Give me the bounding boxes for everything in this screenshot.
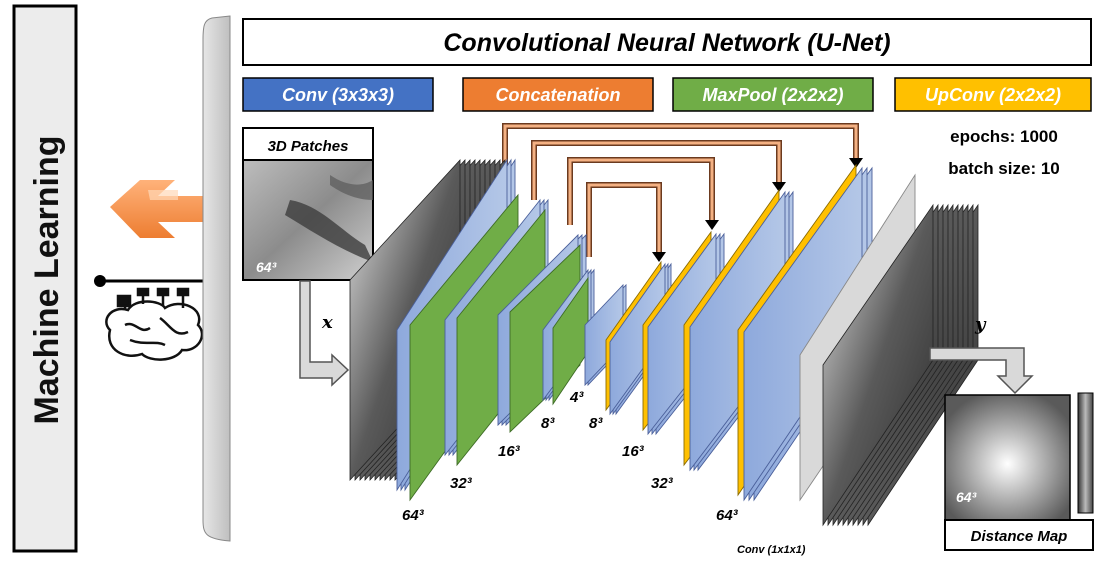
input-variable: x [321, 312, 333, 333]
legend-upconv-swatch [894, 77, 1092, 112]
output-variable: y [974, 314, 987, 335]
skip-connection-16 [567, 157, 719, 230]
input-title: 3D Patches [268, 138, 349, 155]
size-label-enc4: 8³ [541, 415, 555, 432]
size-label-enc2: 32³ [450, 475, 473, 492]
size-label-enc1: 64³ [402, 507, 425, 524]
output-title: Distance Map [971, 528, 1068, 545]
input-size: 64³ [256, 259, 277, 275]
legend-concat-label: Concatenation [495, 85, 620, 105]
size-label-enc3: 16³ [498, 443, 521, 460]
size-label-bottom: 4³ [569, 389, 584, 406]
legend-upconv-label: UpConv (2x2x2) [925, 85, 1061, 105]
skip-connections [502, 123, 863, 262]
epochs-label: epochs: 1000 [950, 127, 1058, 146]
sidebar-box [12, 4, 78, 553]
size-label-dec3: 16³ [622, 443, 645, 460]
diagram-title: Convolutional Neural Network (U-Net) [443, 29, 890, 57]
legend: Conv (3x3x3) Concatenation MaxPool (2x2x… [242, 77, 1092, 112]
skip-connection-32 [531, 140, 786, 200]
legend-concat-swatch [462, 77, 654, 112]
size-label-dec1: 64³ [716, 507, 739, 524]
brain-circuit-icon [105, 287, 204, 361]
final-conv-label: Conv (1x1x1) [737, 544, 806, 556]
size-label-dec4: 8³ [589, 415, 603, 432]
output-size: 64³ [956, 489, 977, 505]
sidebar-label: Machine Learning [28, 135, 66, 424]
legend-maxpool-swatch [672, 77, 874, 112]
machine-learning-arrow-icon [110, 180, 205, 238]
output-arrow [929, 347, 1034, 395]
output-distance-map: 64³ Distance Map [944, 392, 1094, 551]
skip-connection-64 [502, 123, 863, 170]
legend-maxpool-label: MaxPool (2x2x2) [702, 85, 843, 105]
skip-connection-8 [586, 182, 666, 262]
input-arrow [299, 280, 350, 387]
input-patch: 3D Patches 64³ [242, 127, 374, 281]
title-box [242, 18, 1092, 66]
ml-bracket [202, 15, 231, 542]
batch-size-label: batch size: 10 [948, 159, 1060, 178]
legend-conv-label: Conv (3x3x3) [282, 85, 394, 105]
size-label-dec2: 32³ [651, 475, 674, 492]
network-layers [349, 158, 979, 527]
legend-conv-swatch [242, 77, 434, 112]
connector-dot [94, 275, 106, 287]
